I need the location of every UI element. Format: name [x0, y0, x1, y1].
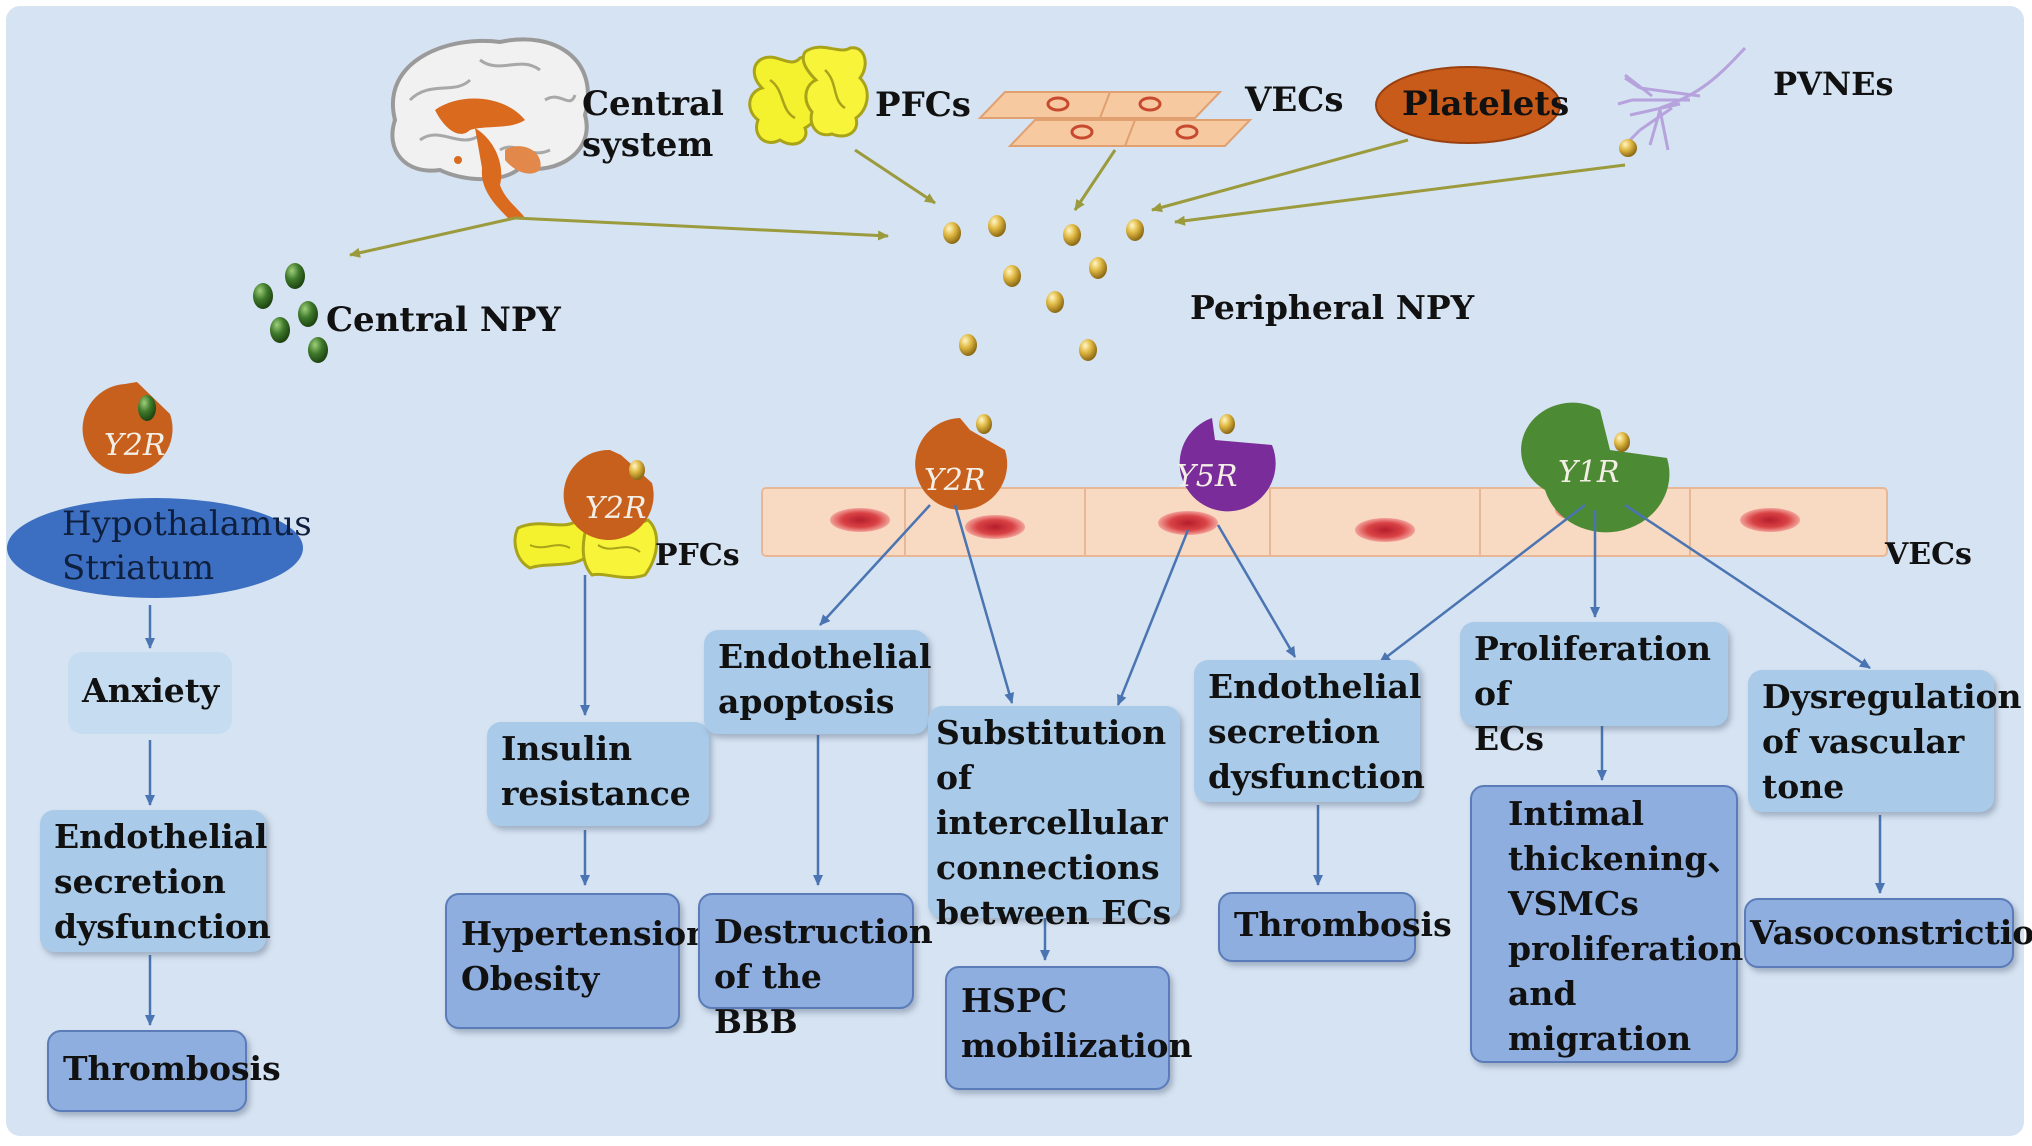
platelets-label: Platelets	[1402, 84, 1570, 124]
peripheral-npy-particles	[943, 215, 1144, 361]
source-arrows	[349, 138, 1626, 258]
peripheral-npy-label: Peripheral NPY	[1190, 288, 1475, 327]
central-npy-label: Central NPY	[326, 300, 561, 340]
central-npy-particles	[253, 263, 328, 363]
pfcs-source-label: PFCs	[875, 85, 971, 125]
svg-text:Y2R: Y2R	[585, 491, 646, 526]
brain-region-ellipse	[7, 498, 303, 598]
vasoconstriction-box: Vasoconstriction	[1744, 898, 2032, 968]
pvnes-label: PVNEs	[1773, 65, 1894, 103]
intimal-thickening-box: Intimal thickening、 VSMCs proliferation …	[1470, 785, 1743, 1063]
svg-text:Y1R: Y1R	[1558, 455, 1619, 490]
y2r-receptor-central: Y2R	[82, 382, 173, 474]
endothelial-apoptosis-box: Endothelial apoptosis	[704, 630, 931, 734]
svg-text:Y2R: Y2R	[924, 463, 985, 498]
central-thrombosis-box: Thrombosis	[47, 1030, 281, 1112]
substitution-box: Substitution of intercellular connection…	[928, 706, 1180, 932]
svg-text:Y5R: Y5R	[1176, 459, 1237, 494]
vec-thrombosis-box: Thrombosis	[1218, 892, 1452, 962]
hspc-mobilization-box: HSPC mobilization	[945, 966, 1193, 1090]
central-secretion-box: Endothelial secretion dysfunction	[40, 810, 271, 952]
pathway-arrows	[145, 503, 1885, 1026]
pfcs-cell-label: PFCs	[655, 538, 740, 573]
bbb-destruction-box: Destruction of the BBB	[698, 893, 933, 1041]
y1r-receptor: Y1R	[1521, 402, 1670, 533]
npy-particle-icon	[1619, 139, 1637, 157]
svg-text:Y2R: Y2R	[104, 428, 165, 463]
vecs-source-label: VECs	[1245, 80, 1344, 120]
y5r-receptor: Y5R	[1176, 414, 1276, 512]
vecs-cell-label: VECs	[1885, 537, 1972, 572]
pfc-cell-icon	[748, 45, 869, 146]
brain-region-label: Hypothalamus Striatum	[62, 504, 312, 588]
vec-cells-icon	[977, 91, 1253, 147]
anxiety-box: Anxiety	[68, 652, 232, 734]
proliferation-box: Proliferation of ECs	[1460, 622, 1728, 758]
central-system-label: Central system	[582, 84, 724, 165]
nerve-ending-icon	[1617, 46, 1747, 151]
insulin-resistance-box: Insulin resistance	[487, 722, 709, 826]
hypertension-obesity-box: Hypertension Obesity	[445, 893, 710, 1029]
y2r-receptor-pfc: Y2R	[563, 449, 654, 540]
vec-secretion-box: Endothelial secretion dysfunction	[1194, 660, 1425, 802]
platelets-shape	[1375, 66, 1561, 144]
brain-icon	[390, 37, 590, 220]
dysregulation-box: Dysregulation of vascular tone	[1748, 670, 2022, 812]
y2r-receptor-vec: Y2R	[915, 414, 1008, 510]
